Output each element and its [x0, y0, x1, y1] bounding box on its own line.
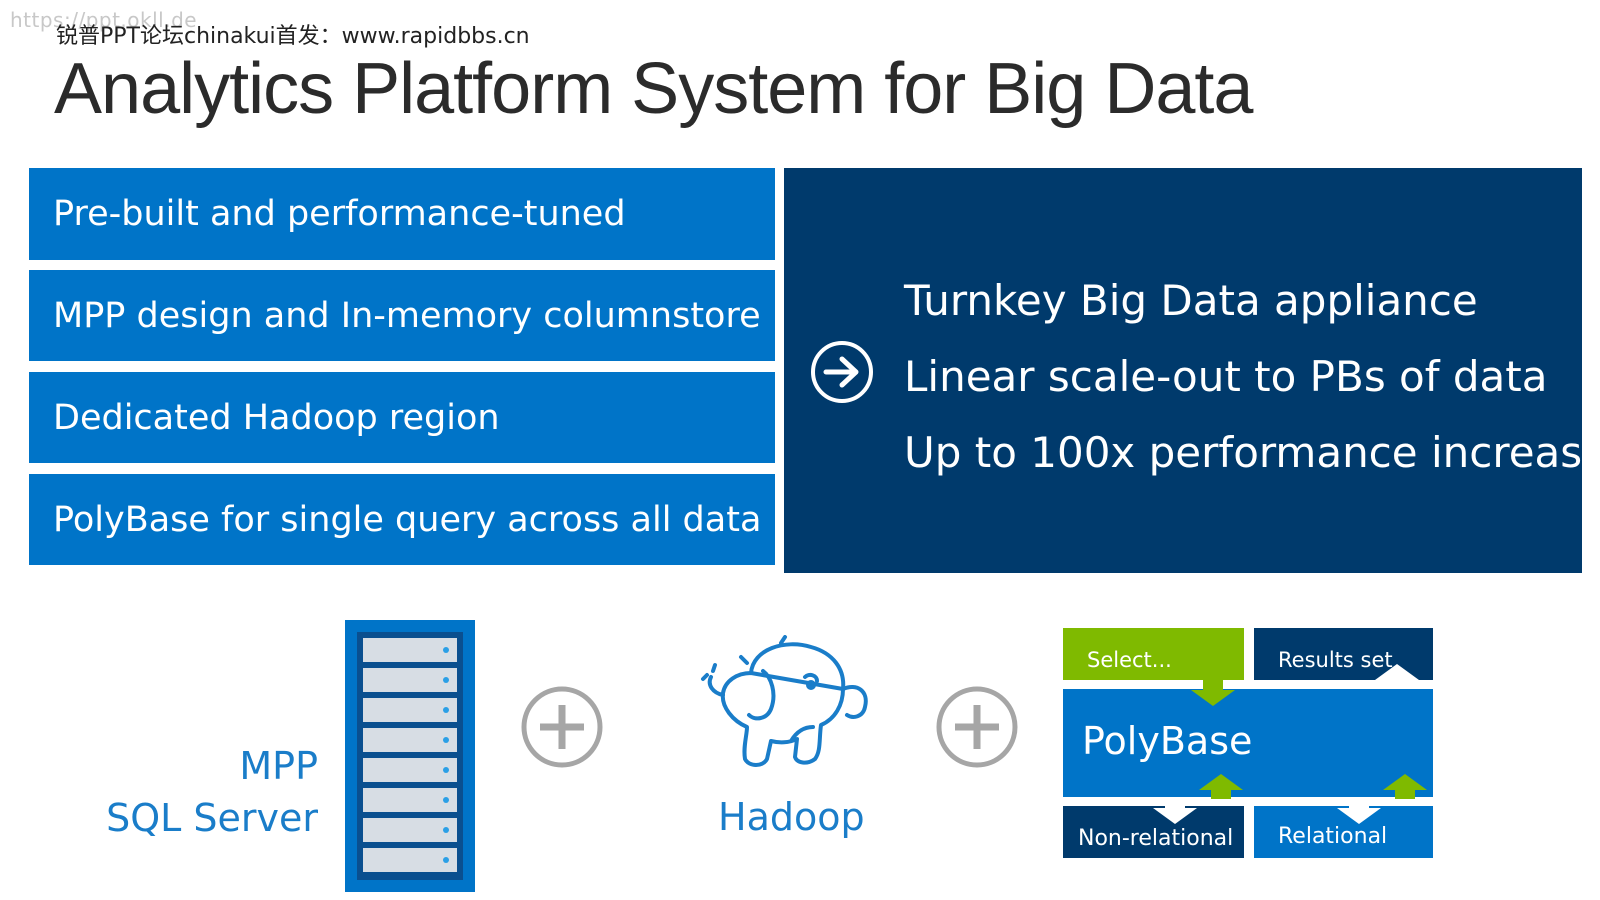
- benefit-item: Turnkey Big Data appliance: [904, 276, 1478, 325]
- arrow-down-white-icon: [1153, 798, 1197, 824]
- benefit-item: Linear scale-out to PBs of data: [904, 352, 1548, 401]
- feature-list: Pre-built and performance-tuned MPP desi…: [29, 168, 775, 576]
- server-drive: [363, 638, 457, 662]
- arrow-down-green-icon: [1191, 680, 1235, 706]
- slide-title: Analytics Platform System for Big Data: [54, 49, 1253, 129]
- arrow-up-green-icon: [1199, 774, 1243, 799]
- polybase-relational-box: Relational: [1254, 806, 1433, 858]
- polybase-nonrelational-box: Non-relational: [1063, 806, 1244, 858]
- server-drive: [363, 728, 457, 752]
- benefit-item: Up to 100x performance increase: [904, 428, 1600, 477]
- server-drive: [363, 848, 457, 872]
- polybase-select-box: Select...: [1063, 628, 1244, 680]
- benefits-panel: Turnkey Big Data appliance Linear scale-…: [784, 168, 1600, 573]
- mpp-label-line1: MPP: [239, 744, 318, 788]
- arrow-up-white-icon: [1375, 664, 1419, 689]
- polybase-results-box: Results set: [1254, 628, 1433, 680]
- hadoop-elephant-icon: [701, 635, 868, 767]
- server-drive: [363, 788, 457, 812]
- plus-circle-icon: [521, 686, 603, 768]
- source-note: 锐普PPT论坛chinakui首发：www.rapidbbs.cn: [56, 24, 530, 49]
- server-drive: [363, 818, 457, 842]
- feature-item: Dedicated Hadoop region: [29, 372, 775, 463]
- arrow-up-green-icon: [1383, 774, 1427, 799]
- feature-item: PolyBase for single query across all dat…: [29, 474, 775, 565]
- server-rack-body: [357, 632, 463, 880]
- hadoop-label: Hadoop: [718, 795, 865, 839]
- server-drive: [363, 668, 457, 692]
- mpp-sql-server-label: MPP SQL Server: [106, 740, 318, 844]
- polybase-flow-arrows: [1153, 664, 1427, 824]
- arrow-right-circle-icon: [811, 341, 873, 403]
- watermark: https://ppt.okll.de: [10, 8, 198, 32]
- polybase-main-box: PolyBase: [1063, 689, 1433, 797]
- feature-item: Pre-built and performance-tuned: [29, 168, 775, 260]
- benefit-list: Turnkey Big Data appliance Linear scale-…: [904, 263, 1600, 491]
- plus-circle-icon: [936, 686, 1018, 768]
- feature-item: MPP design and In-memory columnstore: [29, 270, 775, 361]
- server-rack-icon: [345, 620, 475, 892]
- arrow-down-white-icon: [1337, 798, 1381, 824]
- mpp-label-line2: SQL Server: [106, 796, 318, 840]
- server-drive: [363, 758, 457, 782]
- server-drive: [363, 698, 457, 722]
